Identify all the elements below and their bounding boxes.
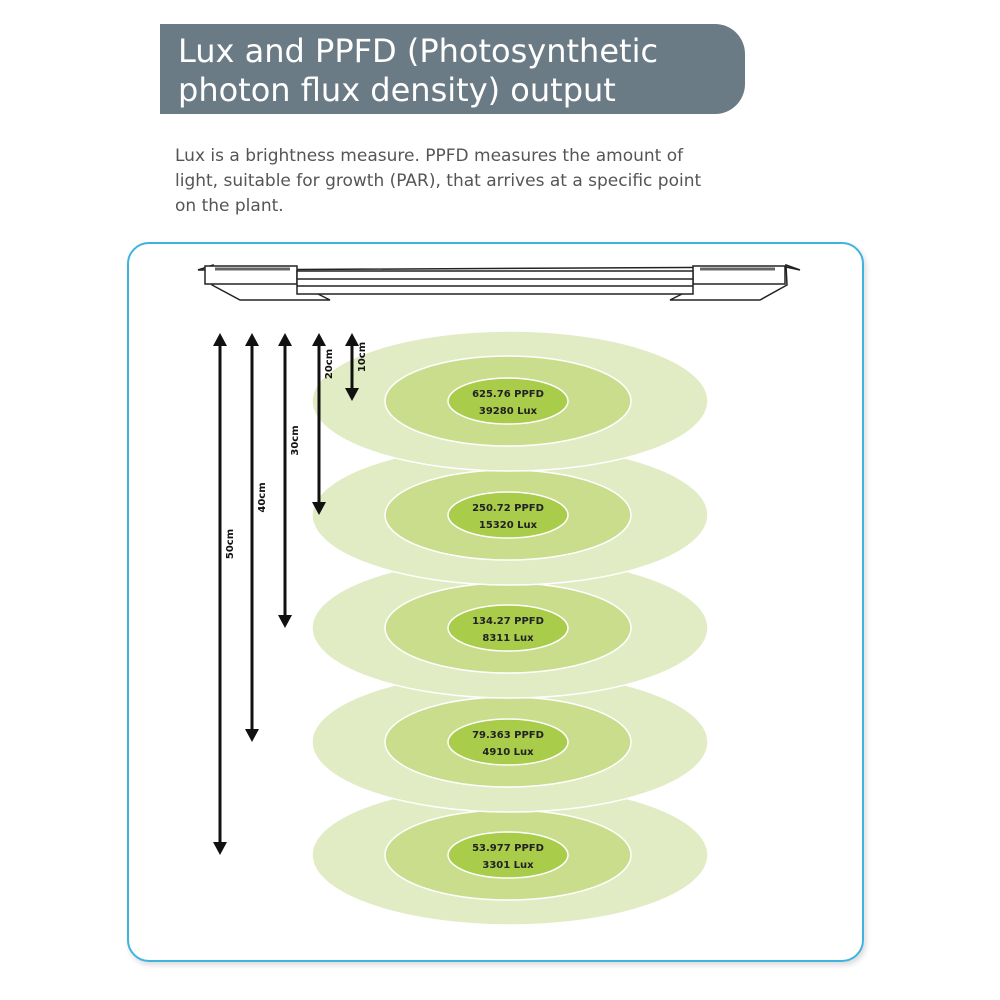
light-level-10cm: 625.76 PPFD 39280 Lux: [311, 330, 709, 472]
distance-arrow-10cm: 10cm: [345, 333, 368, 401]
ppfd-value: 53.977 PPFD: [472, 843, 544, 854]
distance-label: 10cm: [357, 342, 368, 372]
distance-arrow-50cm: 50cm: [213, 333, 236, 855]
distance-label: 20cm: [324, 349, 335, 379]
inner-ring: [447, 718, 569, 766]
distance-arrow-20cm: 20cm: [312, 333, 335, 515]
title-banner: Lux and PPFD (Photosynthetic photon flux…: [160, 24, 745, 114]
distance-label: 50cm: [225, 529, 236, 559]
lux-value: 15320 Lux: [479, 520, 538, 531]
distance-arrow-40cm: 40cm: [245, 333, 268, 742]
distance-arrow-30cm: 30cm: [278, 333, 301, 628]
distance-label: 30cm: [290, 425, 301, 455]
inner-ring: [447, 831, 569, 879]
lux-value: 3301 Lux: [482, 860, 534, 871]
light-level-40cm: 79.363 PPFD 4910 Lux: [311, 671, 709, 813]
diagram-card: [127, 242, 864, 962]
light-level-20cm: 250.72 PPFD 15320 Lux: [311, 444, 709, 586]
lux-value: 4910 Lux: [482, 747, 534, 758]
ppfd-value: 79.363 PPFD: [472, 730, 544, 741]
light-level-50cm: 53.977 PPFD 3301 Lux: [311, 784, 709, 926]
lux-value: 39280 Lux: [479, 406, 538, 417]
inner-ring: [447, 377, 569, 425]
ppfd-value: 134.27 PPFD: [472, 616, 544, 627]
ppfd-value: 625.76 PPFD: [472, 389, 544, 400]
distance-label: 40cm: [257, 482, 268, 512]
light-fixture-icon: [197, 263, 801, 301]
light-level-30cm: 134.27 PPFD 8311 Lux: [311, 557, 709, 699]
lux-value: 8311 Lux: [482, 633, 534, 644]
inner-ring: [447, 491, 569, 539]
page-title: Lux and PPFD (Photosynthetic photon flux…: [178, 32, 659, 109]
intro-text: Lux is a brightness measure. PPFD measur…: [175, 146, 702, 216]
inner-ring: [447, 604, 569, 652]
ppfd-value: 250.72 PPFD: [472, 503, 544, 514]
